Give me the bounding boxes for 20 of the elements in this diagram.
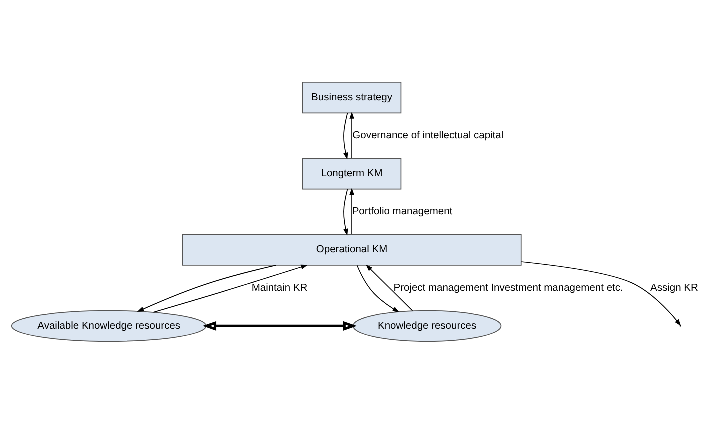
- node-box: Longterm KM: [302, 158, 402, 190]
- arrow: [137, 264, 277, 312]
- node-box: Business strategy: [302, 82, 402, 114]
- edge-label: Maintain KR: [252, 282, 308, 294]
- arrow: [202, 320, 358, 330]
- node-box: Operational KM: [182, 234, 522, 266]
- node-ellipse: Knowledge resources: [352, 310, 502, 342]
- node-ellipse: Available Knowledge resources: [11, 310, 207, 342]
- edge-label: Governance of intellectual capital: [352, 130, 504, 142]
- arrow: [521, 261, 682, 326]
- arrow: [366, 264, 414, 311]
- arrow: [350, 188, 354, 234]
- arrow: [344, 112, 348, 160]
- arrow: [356, 264, 400, 312]
- arrow: [344, 188, 348, 236]
- edge-label: Project management Investment management etc.: [394, 282, 624, 294]
- arrow: [153, 264, 308, 312]
- arrow: [350, 112, 354, 158]
- edge-label: Portfolio management: [352, 206, 453, 218]
- edge-label: Assign KR: [650, 282, 698, 294]
